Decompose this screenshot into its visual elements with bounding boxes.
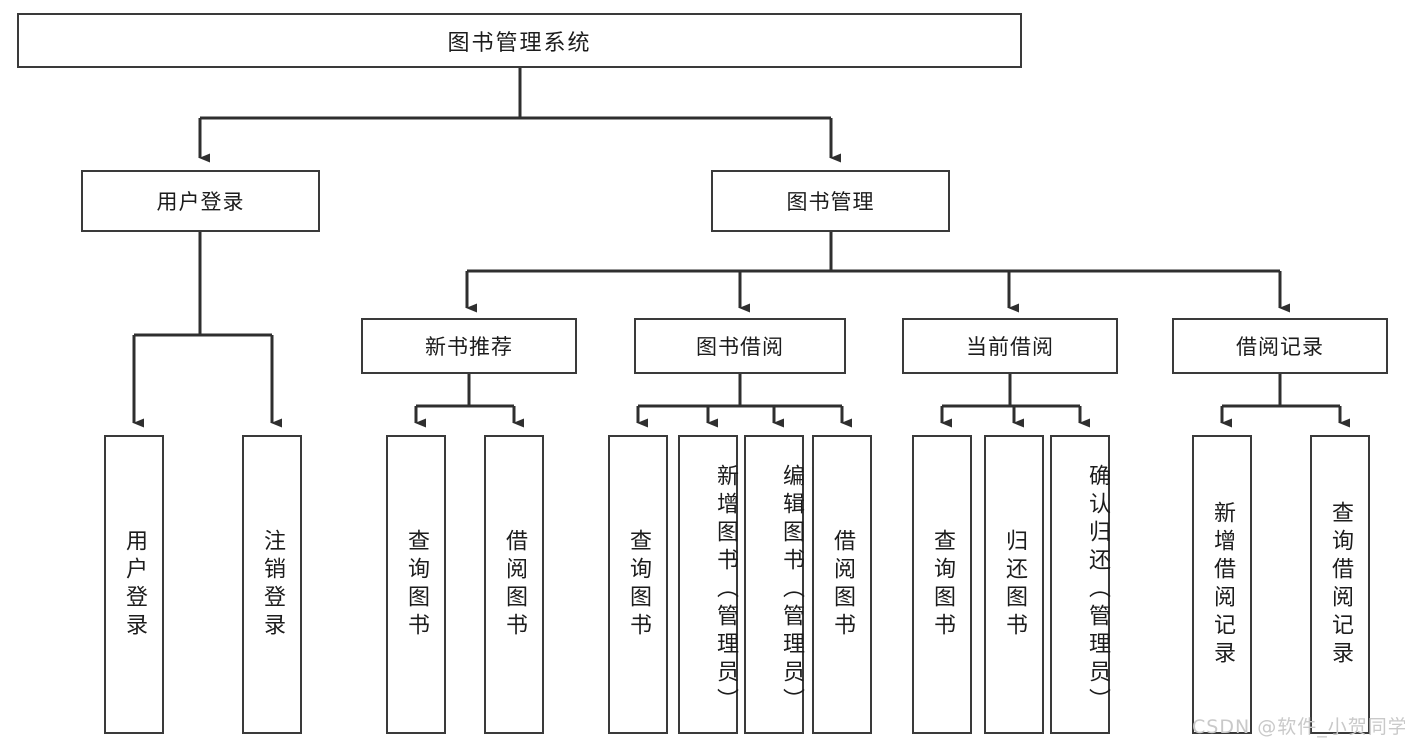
node-book-management[interactable]: 图书管理: [711, 170, 950, 232]
node-book-borrow[interactable]: 图书借阅: [634, 318, 846, 374]
leaf-return-book[interactable]: 归还图书: [984, 435, 1044, 734]
node-borrow-record[interactable]: 借阅记录: [1172, 318, 1388, 374]
csdn-watermark: CSDN @软件_小贺同学: [1192, 716, 1405, 738]
leaf-query-book-borrow[interactable]: 查询图书: [608, 435, 668, 734]
leaf-add-borrow-record[interactable]: 新增借阅记录: [1192, 435, 1252, 734]
leaf-add-book-admin[interactable]: 新增图书（管理员）: [678, 435, 738, 734]
leaf-logout[interactable]: 注销登录: [242, 435, 302, 734]
leaf-edit-book-admin[interactable]: 编辑图书（管理员）: [744, 435, 804, 734]
node-root[interactable]: 图书管理系统: [17, 13, 1022, 68]
leaf-user-login[interactable]: 用户登录: [104, 435, 164, 734]
leaf-borrow-book-recommend[interactable]: 借阅图书: [484, 435, 544, 734]
node-current-borrow[interactable]: 当前借阅: [902, 318, 1118, 374]
leaf-query-borrow-record[interactable]: 查询借阅记录: [1310, 435, 1370, 734]
leaf-query-book-current[interactable]: 查询图书: [912, 435, 972, 734]
leaf-borrow-book[interactable]: 借阅图书: [812, 435, 872, 734]
node-user-login[interactable]: 用户登录: [81, 170, 320, 232]
leaf-query-book-recommend[interactable]: 查询图书: [386, 435, 446, 734]
leaf-confirm-return-admin[interactable]: 确认归还（管理员）: [1050, 435, 1110, 734]
node-new-book-recommend[interactable]: 新书推荐: [361, 318, 577, 374]
